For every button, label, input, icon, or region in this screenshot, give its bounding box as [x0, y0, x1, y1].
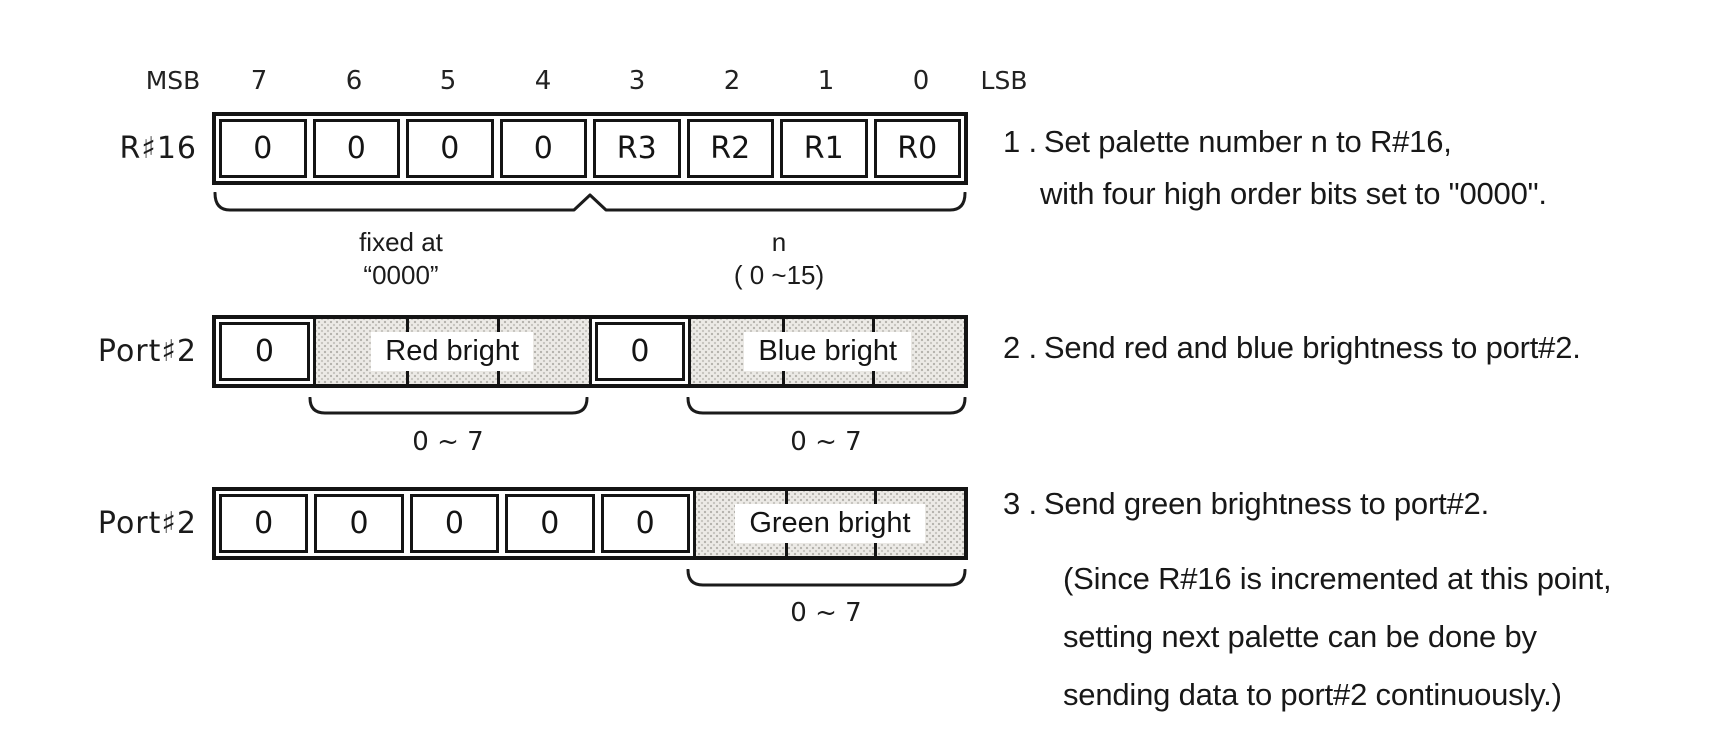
- bit5-zero-cell: 0: [407, 491, 502, 556]
- underbrace-green: [686, 569, 967, 587]
- bit3-zero-cell: 0: [592, 319, 689, 384]
- bit-boundary-tick: [781, 371, 785, 384]
- bit-boundary-tick: [406, 371, 410, 384]
- blue-bright-label: Blue bright: [744, 332, 912, 371]
- green-bright-label: Green bright: [735, 504, 925, 543]
- bit-boundary-tick: [496, 319, 500, 332]
- bit-boundary-tick: [873, 543, 877, 556]
- bit-boundary-tick: [872, 319, 876, 332]
- step-1-number: 1 .: [1003, 124, 1037, 159]
- bit2-r2-cell: R2: [684, 116, 778, 181]
- step-3: 3 .Send green brightness to port#2. (Sin…: [1003, 478, 1612, 724]
- bit-number-0: 0: [912, 66, 930, 96]
- bit-number-4: 4: [534, 66, 552, 96]
- msb-label: MSB: [145, 66, 201, 95]
- port2-label-row2: Port♯2: [97, 334, 197, 369]
- bit4-zero-cell: 0: [502, 491, 597, 556]
- bit7-cell: 0: [216, 116, 310, 181]
- bit4-cell: 0: [497, 116, 591, 181]
- bit-number-1: 1: [817, 66, 835, 96]
- red-bright-label: Red bright: [371, 332, 534, 371]
- step-2-text: Send red and blue brightness to port#2.: [1043, 330, 1581, 365]
- red-range-label: 0 ~ 7: [412, 427, 484, 457]
- bit1-r1-cell: R1: [777, 116, 871, 181]
- bit-number-5: 5: [439, 66, 457, 96]
- step-1: 1 .Set palette number n to R#16, with fo…: [1003, 116, 1547, 220]
- bit-boundary-tick: [784, 543, 788, 556]
- green-range-label: 0 ~ 7: [790, 598, 862, 628]
- step-3-note-line3: sending data to port#2 continuously.): [1063, 677, 1562, 712]
- underbrace-blue: [686, 397, 967, 415]
- underbrace-red: [308, 397, 589, 415]
- bit6-cell: 0: [310, 116, 404, 181]
- bit3-zero-cell: 0: [598, 491, 693, 556]
- bit-number-6: 6: [345, 66, 363, 96]
- step-3-note-line2: setting next palette can be done by: [1063, 619, 1537, 654]
- step-2: 2 .Send red and blue brightness to port#…: [1003, 322, 1581, 374]
- fixed-at-annotation: fixed at “0000”: [359, 227, 443, 290]
- register-r16-box: 0 0 0 0 R3 R2 R1 R0: [212, 112, 968, 185]
- bit-boundary-tick: [406, 319, 410, 332]
- bit6-zero-cell: 0: [311, 491, 406, 556]
- bit3-r3-cell: R3: [590, 116, 684, 181]
- blue-bright-field: Blue bright: [688, 319, 964, 384]
- bit-boundary-tick: [873, 491, 877, 504]
- port2-red-blue-box: 0 Red bright 0 Blue bright: [212, 315, 968, 388]
- bit0-r0-cell: R0: [871, 116, 965, 181]
- step-3-text: Send green brightness to port#2.: [1043, 486, 1490, 521]
- underbrace-row1: [213, 192, 967, 212]
- step-3-note-line1: (Since R#16 is incremented at this point…: [1063, 561, 1612, 596]
- blue-range-label: 0 ~ 7: [790, 427, 862, 457]
- bit-number-3: 3: [628, 66, 646, 96]
- step-3-number: 3 .: [1003, 486, 1037, 521]
- lsb-label: LSB: [980, 66, 1028, 95]
- bit7-zero-cell: 0: [216, 491, 311, 556]
- red-bright-field: Red bright: [312, 319, 592, 384]
- bit-number-2: 2: [723, 66, 741, 96]
- step-2-number: 2 .: [1003, 330, 1037, 365]
- port2-label-row3: Port♯2: [97, 506, 197, 541]
- bit-number-7: 7: [250, 66, 268, 96]
- green-bright-field: Green bright: [692, 491, 964, 556]
- bit-boundary-tick: [496, 371, 500, 384]
- bit-boundary-tick: [784, 491, 788, 504]
- port2-green-box: 0 0 0 0 0 Green bright: [212, 487, 968, 560]
- bit7-zero-cell: 0: [216, 319, 313, 384]
- bit5-cell: 0: [403, 116, 497, 181]
- step-1-text: Set palette number n to R#16,: [1043, 124, 1452, 159]
- bit-boundary-tick: [781, 319, 785, 332]
- n-range-annotation: n ( 0 ~15): [733, 227, 825, 290]
- step-3-note: (Since R#16 is incremented at this point…: [1063, 550, 1612, 724]
- step-1-text-line2: with four high order bits set to "0000".: [1040, 176, 1547, 211]
- register-r16-label: R♯16: [119, 131, 197, 166]
- bit-boundary-tick: [872, 371, 876, 384]
